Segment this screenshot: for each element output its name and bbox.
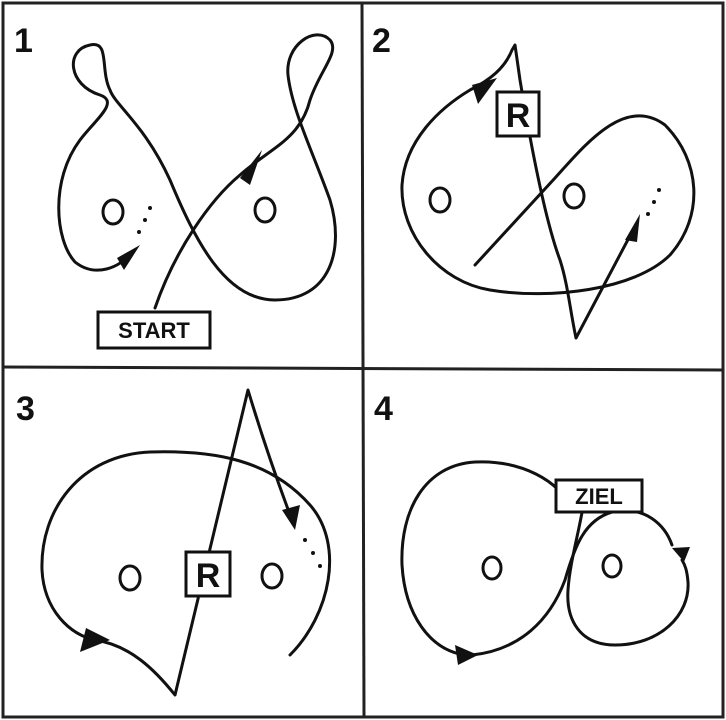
- panel-1-start-label: START: [118, 318, 190, 343]
- horizontal-divider: [3, 367, 723, 370]
- panel-1-driving-path: [59, 35, 336, 308]
- panel-1: 1 START: [14, 22, 335, 348]
- panel-3-dot: [303, 538, 307, 542]
- panel-3-dot: [311, 551, 315, 555]
- panel-2-right-peg: [564, 184, 584, 208]
- panel-4-left-peg: [483, 557, 501, 579]
- panel-2-arrow: [625, 214, 640, 242]
- panel-4: 4 ZIEL: [374, 390, 690, 665]
- panel-4-driving-path: [472, 511, 672, 655]
- panel-4-ziel-label: ZIEL: [575, 484, 623, 509]
- panel-2-dot: [657, 188, 661, 192]
- panel-3-left-peg: [120, 566, 140, 590]
- panel-1-left-peg: [103, 200, 123, 224]
- panel-2-r-label: R: [506, 97, 531, 135]
- panel-2-dot: [652, 200, 656, 204]
- panel-1-arrow: [240, 150, 262, 185]
- panel-1-dot: [137, 230, 141, 234]
- panel-3-arrow: [80, 628, 110, 652]
- panel-2-left-peg: [430, 188, 450, 212]
- panel-1-dot: [143, 218, 147, 222]
- panel-3-arrow: [282, 505, 300, 530]
- panel-3-number: 3: [16, 390, 35, 428]
- panel-4-number: 4: [374, 390, 393, 428]
- panel-1-number: 1: [14, 22, 33, 60]
- panel-3-r-label: R: [196, 557, 221, 595]
- panel-2: 2 R: [372, 22, 694, 338]
- panel-3: 3 R: [16, 390, 330, 695]
- panel-4-right-peg: [603, 555, 621, 577]
- panel-1-right-peg: [255, 198, 275, 222]
- panel-4-driving-path: [568, 495, 688, 645]
- panel-2-number: 2: [372, 22, 391, 60]
- panel-3-right-peg: [262, 564, 282, 588]
- panel-1-arrow: [117, 245, 140, 270]
- panel-2-arrow: [472, 78, 497, 104]
- panel-2-dot: [646, 212, 650, 216]
- panel-3-dot: [318, 564, 322, 568]
- panel-4-arrow: [455, 645, 478, 665]
- panel-1-dot: [148, 206, 152, 210]
- vertical-divider: [362, 3, 364, 717]
